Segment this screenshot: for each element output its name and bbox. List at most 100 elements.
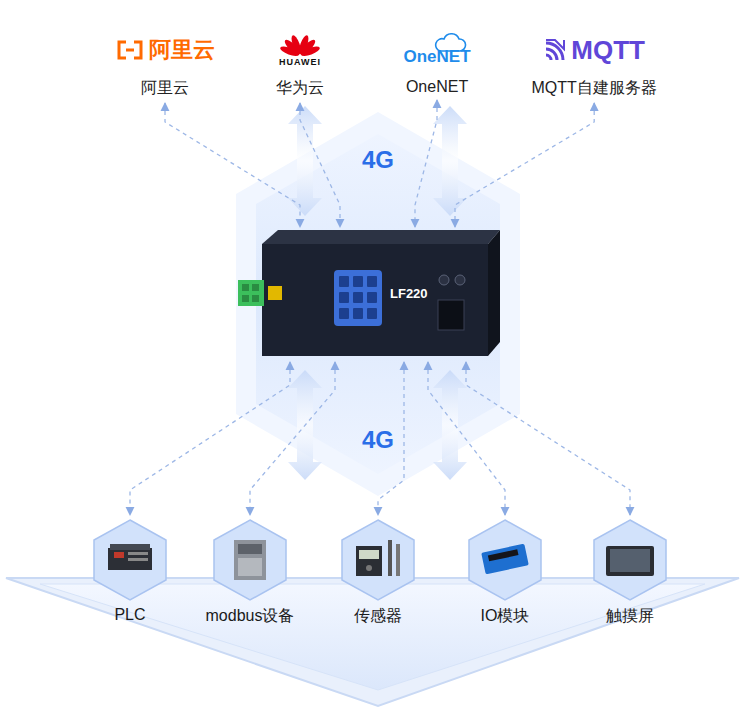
polygon-shape — [488, 230, 500, 356]
device-label: 传感器 — [354, 606, 402, 627]
device-illustration — [238, 230, 500, 358]
platform-label: MQTT自建服务器 — [532, 78, 657, 99]
path-shape — [546, 55, 551, 60]
logo-text: 阿里云 — [149, 35, 215, 65]
rect-shape — [367, 276, 377, 287]
rect-shape — [252, 284, 259, 291]
network-label: 4G — [362, 426, 394, 454]
device-hexagon-holder — [92, 518, 168, 602]
aliyun-icon — [115, 39, 145, 61]
logo: HUAWEI — [279, 26, 321, 74]
dashed-connector — [415, 100, 437, 227]
device-hexagon — [212, 518, 288, 602]
logo: MQTT — [543, 26, 645, 74]
polygon-shape — [433, 370, 467, 480]
rect-shape — [396, 544, 400, 576]
rect-shape — [238, 558, 262, 576]
device-hexagon — [92, 518, 168, 602]
dashed-connector — [130, 362, 290, 515]
device-label: modbus设备 — [206, 606, 295, 627]
platform — [40, 584, 705, 690]
device-hexagon-holder — [467, 518, 543, 602]
rect-shape — [388, 540, 392, 576]
rect-shape — [238, 544, 262, 554]
device-hexagon-holder — [340, 518, 416, 602]
polygon-shape — [94, 520, 166, 600]
dashed-connector — [250, 362, 335, 515]
gateway-device: LF220 — [238, 230, 500, 358]
network-label: 4G — [362, 146, 394, 174]
rect-shape — [359, 550, 379, 559]
rect-shape — [128, 552, 148, 555]
polygon-shape — [214, 520, 286, 600]
rect-shape — [367, 292, 377, 303]
mqtt-icon-holder — [543, 37, 567, 63]
polygon-shape — [288, 106, 322, 216]
path-shape — [126, 49, 134, 52]
field-device: modbus设备 — [206, 518, 295, 627]
rect-shape — [334, 270, 382, 326]
path-shape — [134, 42, 141, 58]
mqtt-icon — [543, 37, 567, 63]
rect-shape — [339, 292, 349, 303]
logo-text: MQTT — [571, 35, 645, 66]
rect-shape — [353, 292, 363, 303]
huawei-icon — [280, 33, 320, 57]
logo-text: HUAWEI — [279, 57, 321, 67]
polygon-shape — [433, 106, 467, 216]
backdrop-hexagon-outer — [236, 112, 520, 496]
dashed-connector — [455, 103, 594, 227]
circle-shape — [366, 565, 372, 571]
rect-shape — [110, 544, 150, 550]
logo: 阿里云 — [115, 26, 215, 74]
device-hexagon-holder — [592, 518, 668, 602]
device-label: IO模块 — [481, 606, 530, 627]
path-shape — [546, 40, 564, 49]
rect-shape — [268, 286, 282, 300]
dashed-connector — [300, 103, 340, 227]
field-device: IO模块 — [467, 518, 543, 627]
rect-shape — [488, 549, 519, 561]
rect-shape — [339, 308, 349, 319]
rect-shape — [238, 280, 264, 306]
dashed-connector — [165, 103, 300, 227]
device-label: 触摸屏 — [606, 606, 654, 627]
device-hexagon — [592, 518, 668, 602]
polygon-shape — [594, 520, 666, 600]
rect-shape — [353, 276, 363, 287]
path-shape — [546, 49, 557, 60]
rect-shape — [234, 540, 266, 580]
rect-shape — [438, 300, 464, 330]
rect-shape — [114, 552, 124, 558]
circle-shape — [455, 275, 465, 285]
device-illustration-holder — [238, 230, 500, 358]
rect-shape — [252, 295, 259, 302]
cloud-platform: OneNET OneNET — [404, 26, 471, 96]
device-hexagon — [340, 518, 416, 602]
dashed-connector — [428, 362, 505, 515]
cloud-platform: HUAWEI 华为云 — [276, 26, 324, 99]
rect-shape — [356, 546, 382, 576]
rect-shape — [481, 544, 529, 575]
cloud-platform: MQTT MQTT自建服务器 — [532, 26, 657, 99]
dashed-connector — [466, 362, 630, 515]
platform-label: OneNET — [406, 78, 468, 96]
aliyun-icon-holder — [115, 39, 145, 61]
rect-shape — [262, 244, 488, 356]
polygon-shape — [262, 230, 500, 244]
field-device: 触摸屏 — [592, 518, 668, 627]
rect-shape — [128, 558, 148, 561]
circle-shape — [439, 275, 449, 285]
backdrop-hexagon — [256, 134, 500, 474]
logo-text: OneNET — [404, 47, 471, 67]
ellipse-shape — [300, 45, 320, 57]
rect-shape — [108, 548, 152, 570]
field-device: PLC — [92, 518, 168, 624]
polygon-shape — [342, 520, 414, 600]
platform-label: 华为云 — [276, 78, 324, 99]
model-name: LF220 — [390, 286, 428, 301]
rect-shape — [610, 549, 650, 572]
device-hexagon-holder — [212, 518, 288, 602]
